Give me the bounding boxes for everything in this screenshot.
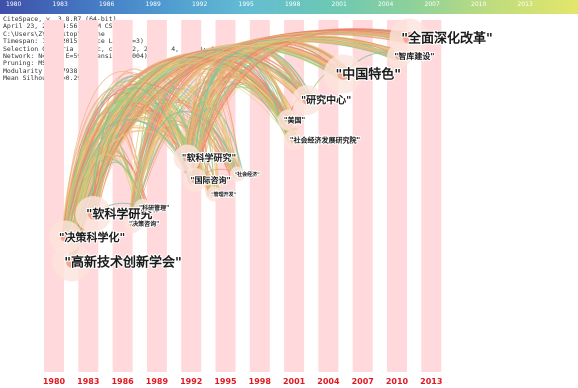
keyword-node[interactable]	[60, 232, 71, 242]
timebar-year-1995: 1995	[238, 1, 254, 8]
time-slice-stripe-2004	[318, 20, 339, 372]
keyword-node[interactable]	[183, 153, 192, 163]
edge	[129, 59, 283, 223]
info-line: Network: N=549, E=595 (Density=0.004)	[3, 52, 148, 61]
year-label-2010: 2010	[386, 377, 409, 386]
edge	[94, 89, 241, 213]
edge	[195, 88, 240, 181]
keyword-node[interactable]	[211, 191, 217, 197]
edge	[89, 31, 403, 215]
year-label-1998: 1998	[249, 377, 272, 386]
info-line: Pruning: MST	[3, 59, 50, 68]
node-label: "科研管理"	[139, 204, 169, 212]
keyword-node[interactable]	[191, 176, 199, 184]
edge	[128, 38, 393, 224]
network-nodes	[48, 18, 429, 282]
year-label-1986: 1986	[111, 377, 134, 386]
edge	[67, 40, 403, 239]
timebar-year-2013: 2013	[517, 1, 533, 8]
node-label: "决策咨询"	[129, 220, 159, 228]
timebar-year-2007: 2007	[424, 1, 440, 8]
edge	[94, 45, 347, 217]
node-label: "国际咨询"	[190, 175, 230, 185]
edge	[192, 31, 405, 181]
timebar-year-1989: 1989	[145, 1, 161, 8]
time-slice-stripe-2013	[421, 20, 442, 372]
time-slice-stripe-2010	[387, 20, 407, 372]
node-label: "管理开发"	[211, 191, 237, 198]
time-slice-stripe-2007	[352, 20, 373, 372]
time-slice-stripe-1998	[249, 20, 270, 372]
node-labels: "高新技术创新学会""决策科学化""软科学研究""科研管理""决策咨询""软科学…	[58, 30, 494, 272]
year-label-1983: 1983	[77, 377, 99, 386]
edge	[89, 87, 190, 214]
keyword-node[interactable]	[139, 205, 146, 211]
edge	[131, 33, 409, 226]
edge	[69, 29, 406, 260]
edge	[194, 50, 308, 182]
node-label: "中国特色"	[335, 67, 401, 83]
timeline-color-bar: 1980 1983 1986 1989 1992 1995 1998 2001 2004 2007…	[0, 0, 578, 14]
edge	[62, 52, 303, 239]
node-label: "智库建设"	[394, 51, 434, 61]
node-label: "软科学研究"	[182, 152, 236, 164]
node-label: "社会经济"	[235, 171, 261, 178]
node-label: "决策科学化"	[59, 230, 125, 244]
year-label-2001: 2001	[283, 377, 306, 386]
keyword-node[interactable]	[302, 95, 312, 105]
timebar-year-2010: 2010	[471, 1, 487, 8]
year-label-1989: 1989	[146, 377, 169, 386]
node-label: "美国"	[284, 115, 305, 124]
year-label-1992: 1992	[180, 377, 202, 386]
node-label: "高新技术创新学会"	[64, 255, 182, 271]
edge	[185, 47, 306, 160]
timebar-year-1992: 1992	[192, 1, 208, 8]
info-line: CiteSpace, v. 3.8.R7 (64-bit)	[3, 15, 117, 23]
timebar-year-1980: 1980	[6, 1, 22, 8]
keyword-node[interactable]	[66, 256, 78, 268]
info-line: Timespan: 1980-2015 (Slice Length=3)	[3, 37, 144, 46]
edge	[134, 123, 220, 226]
timebar-year-1983: 1983	[52, 1, 68, 8]
timebar-year-1998: 1998	[285, 1, 301, 8]
node-label: "社会经济发展研究院"	[290, 135, 360, 144]
year-label-2004: 2004	[317, 377, 340, 386]
timebar-year-1986: 1986	[99, 1, 115, 8]
node-label: "研究中心"	[301, 94, 351, 107]
edge	[64, 133, 141, 236]
edge	[191, 52, 282, 183]
edge	[196, 42, 348, 180]
node-label: "软科学研究"	[86, 206, 159, 221]
timebar-year-2001: 2001	[331, 1, 347, 8]
keyword-node[interactable]	[403, 32, 415, 44]
keyword-node[interactable]	[290, 136, 298, 144]
timebar-year-2004: 2004	[378, 1, 394, 8]
keyword-node[interactable]	[284, 116, 292, 124]
keyword-node[interactable]	[129, 221, 136, 227]
year-label-2013: 2013	[420, 377, 442, 386]
year-label-2007: 2007	[352, 377, 374, 386]
edge	[65, 56, 290, 238]
keyword-node[interactable]	[87, 208, 99, 220]
timeline-year-labels: 1980 1983 1986 1989 1992 1995 1998 2001 2004 2007…	[43, 377, 443, 386]
keyword-node[interactable]	[235, 171, 240, 177]
keyword-node[interactable]	[337, 68, 350, 80]
node-label: "全面深化改革"	[401, 31, 493, 47]
info-line: Modularity Q=0.7938	[3, 66, 78, 75]
year-label-1995: 1995	[214, 377, 237, 386]
year-label-1980: 1980	[43, 377, 66, 386]
time-slice-stripe-1980	[44, 20, 64, 372]
